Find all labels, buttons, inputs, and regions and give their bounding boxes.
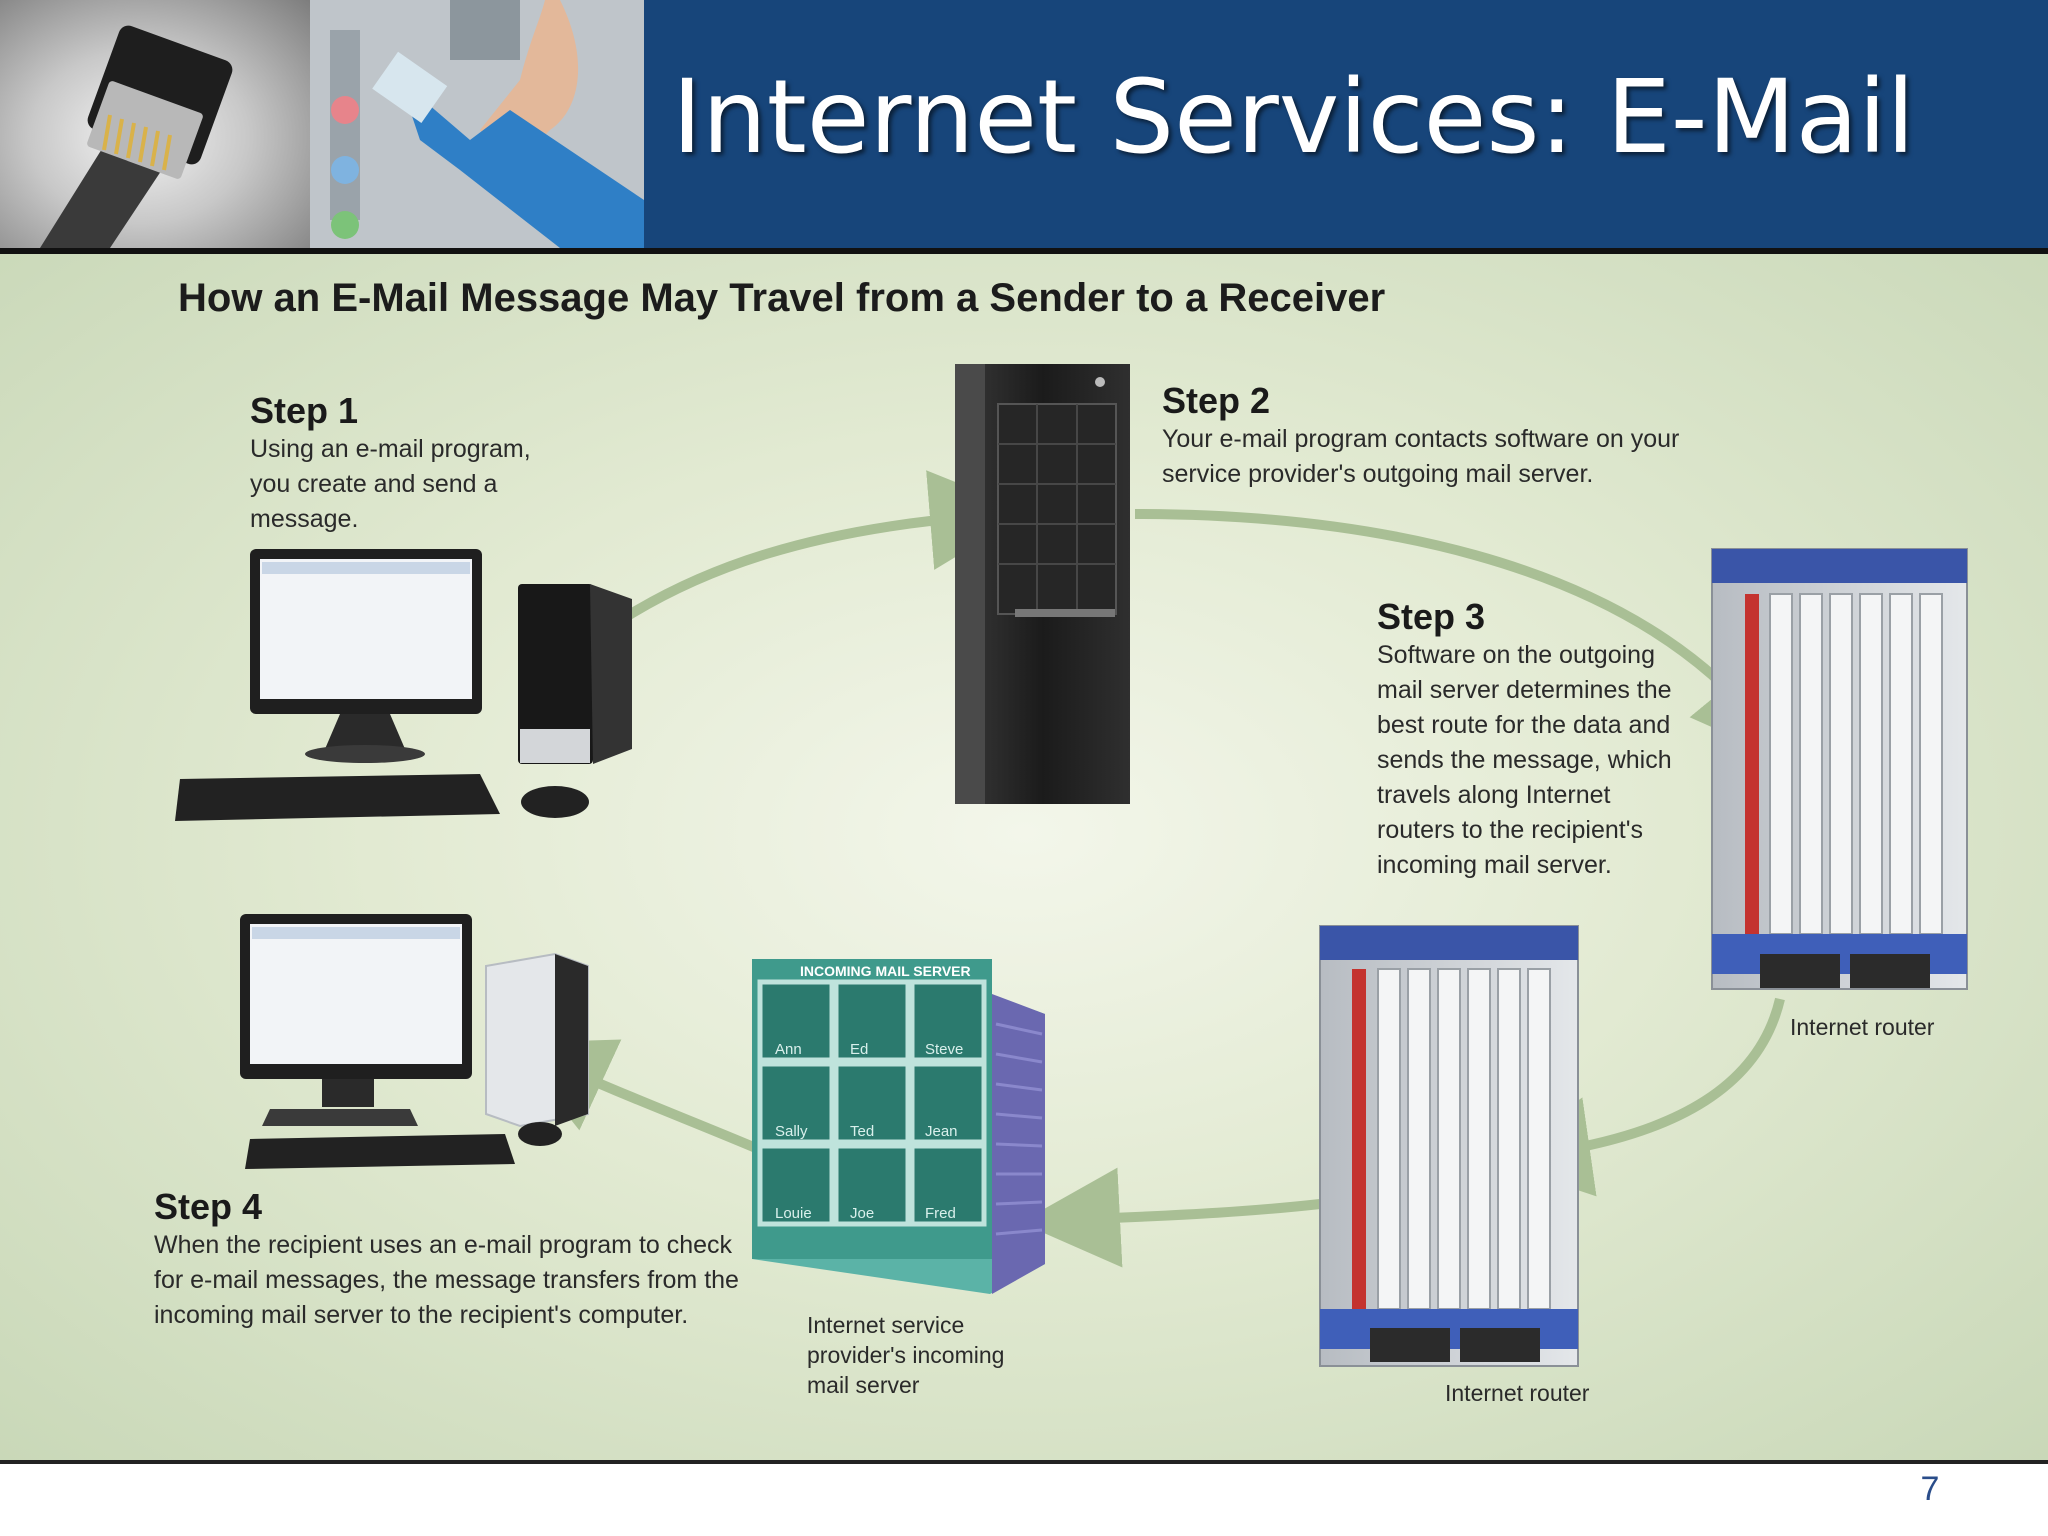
sender-computer-icon — [175, 549, 632, 821]
receiver-computer-icon — [240, 914, 589, 1169]
step-1-title: Step 1 — [250, 390, 359, 431]
header-divider — [0, 248, 2048, 254]
router-bottom-caption: Internet router — [1445, 1380, 1590, 1406]
mailbox-name: Sally — [775, 1123, 808, 1140]
ethernet-plug-icon — [40, 25, 233, 248]
mailbox-name: Jean — [925, 1123, 958, 1140]
email-flow-diagram: How an E-Mail Message May Travel from a … — [0, 254, 2048, 1460]
step-4-text: When the recipient uses an e-mail progra… — [154, 1231, 739, 1329]
step-4-title: Step 4 — [154, 1186, 263, 1227]
slide-header: Internet Services: E-Mail — [0, 0, 2048, 248]
title-band — [644, 0, 2048, 248]
incoming-mail-server-icon: INCOMING MAIL SERVER Ann Ed Steve Sally … — [752, 959, 1045, 1294]
mailbox-name: Ed — [850, 1041, 868, 1058]
diagram-artwork: INCOMING MAIL SERVER Ann Ed Steve Sally … — [175, 364, 1968, 1367]
arrow-router-to-router — [1490, 997, 1785, 1197]
footer-divider — [0, 1460, 2048, 1464]
diagram-title: How an E-Mail Message May Travel from a … — [178, 276, 1386, 320]
network-cable-icon — [310, 0, 644, 248]
mailbox-name: Joe — [850, 1205, 874, 1222]
isp-server-caption: Internet service provider's incoming mai… — [807, 1312, 1005, 1398]
page-number: 7 — [1920, 1470, 1940, 1508]
router-right-caption: Internet router — [1790, 1014, 1935, 1040]
ethernet-plug-photo — [0, 0, 310, 248]
cable-port-photo — [310, 0, 644, 248]
step-2-title: Step 2 — [1162, 380, 1271, 421]
arrow-step1-to-server — [597, 470, 1030, 639]
mailbox-name: Fred — [925, 1205, 956, 1222]
outgoing-mail-server-icon — [955, 364, 1130, 804]
internet-router-right-icon — [1711, 548, 1968, 990]
mailbox-name: Ted — [850, 1123, 874, 1140]
step-3-text: Software on the outgoing mail server det… — [1377, 641, 1672, 879]
internet-router-bottom-icon — [1319, 925, 1579, 1367]
step-2-text: Your e-mail program contacts software on… — [1162, 425, 1680, 488]
mailbox-header: INCOMING MAIL SERVER — [800, 963, 971, 979]
mailbox-name: Ann — [775, 1041, 802, 1058]
slide-title: Internet Services: E-Mail — [672, 58, 1915, 177]
arrow-server-to-router — [1134, 509, 1792, 763]
step-3-title: Step 3 — [1377, 596, 1486, 637]
mailbox-name: Steve — [925, 1041, 963, 1058]
arrow-router-to-mailserver — [1020, 1167, 1321, 1268]
mailbox-name: Louie — [775, 1205, 812, 1222]
step-1-text: Using an e-mail program, you create and … — [250, 435, 531, 533]
